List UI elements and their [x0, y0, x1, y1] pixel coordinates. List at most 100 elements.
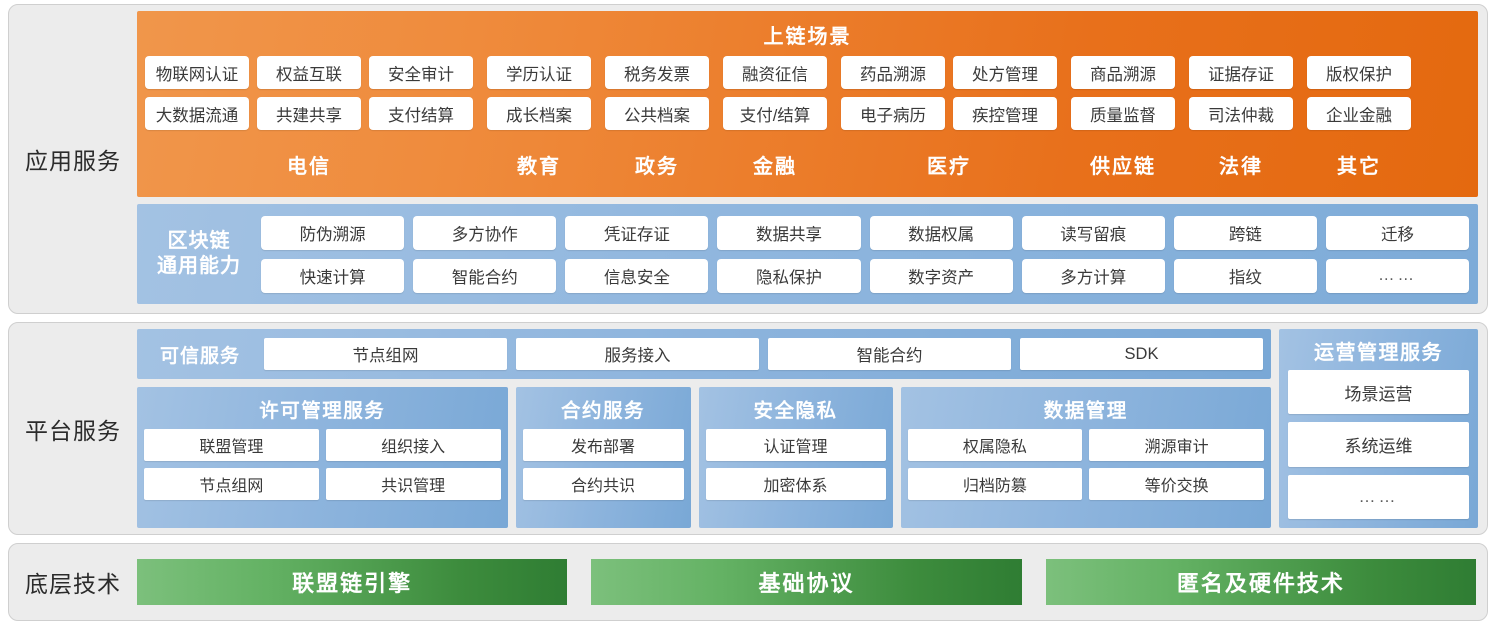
scenario-chip[interactable]: 大数据流通 — [145, 97, 249, 130]
group-data-management[interactable]: 数据管理 权属隐私 溯源审计 归档防篡 等价交换 — [900, 387, 1271, 528]
scenario-chip[interactable]: 药品溯源 — [841, 56, 945, 89]
group-title: 数据管理 — [1043, 400, 1128, 422]
group-row-2: 合约共识 — [522, 468, 684, 500]
tech-bar-consortium-chain-engine[interactable]: 联盟链引擎 — [137, 559, 568, 605]
tech-bar-anonymity-hardware-technology[interactable]: 匿名及硬件技术 — [1045, 559, 1476, 605]
scenario-columns: 物联网认证 权益互联 安全审计 大数据流通 共建共享 支付结算 电信 — [145, 56, 1470, 192]
scenario-chip[interactable]: 权益互联 — [257, 56, 361, 89]
scenario-chip[interactable]: 安全审计 — [369, 56, 473, 89]
scenario-chip[interactable]: 税务发票 — [605, 56, 709, 89]
scenario-row-2: 司法仲裁 — [1189, 97, 1293, 130]
group-title: 许可管理服务 — [259, 400, 386, 422]
scenario-chip[interactable]: 支付结算 — [369, 97, 473, 130]
group-chip[interactable]: 溯源审计 — [1089, 429, 1264, 461]
scenario-row-1: 物联网认证 权益互联 安全审计 — [145, 56, 473, 89]
scenario-row-2: 电子病历 疾控管理 — [841, 97, 1057, 130]
group-chip[interactable]: 归档防篡 — [907, 468, 1083, 500]
group-chip[interactable]: 等价交换 — [1089, 468, 1264, 500]
trusted-service-chip[interactable]: SDK — [1020, 338, 1263, 370]
capability-chip[interactable]: 数据权属 — [869, 215, 1013, 250]
scenario-column-label: 法律 — [1219, 156, 1263, 178]
group-chip[interactable]: 发布部署 — [522, 429, 684, 461]
scenario-column-finance[interactable]: 融资征信 支付/结算 金融 — [723, 56, 827, 192]
capability-chip[interactable]: 跨链 — [1173, 215, 1317, 250]
scenario-row-2: 公共档案 — [605, 97, 709, 130]
tech-bar-basic-protocol[interactable]: 基础协议 — [591, 559, 1022, 605]
capability-chip[interactable]: 多方协作 — [413, 215, 557, 250]
group-chip[interactable]: 联盟管理 — [144, 429, 319, 461]
capability-chip[interactable]: 凭证存证 — [565, 215, 709, 250]
group-chip[interactable]: 节点组网 — [144, 468, 319, 500]
group-grid: 认证管理 加密体系 — [705, 429, 886, 520]
layer-label-platform-services: 平台服务 — [25, 417, 121, 444]
scenario-column-other[interactable]: 版权保护 企业金融 其它 — [1307, 56, 1411, 192]
scenario-column-label: 电信 — [287, 156, 331, 178]
group-chip[interactable]: 合约共识 — [522, 468, 684, 500]
scenario-chip[interactable]: 企业金融 — [1307, 97, 1411, 130]
operations-management-service-panel[interactable]: 运营管理服务 场景运营 系统运维 …… — [1279, 329, 1478, 528]
scenario-chip[interactable]: 证据存证 — [1189, 56, 1293, 89]
scenario-chip[interactable]: 电子病历 — [841, 97, 945, 130]
scenario-column-government[interactable]: 税务发票 公共档案 政务 — [605, 56, 709, 192]
scenario-column-medical[interactable]: 药品溯源 处方管理 电子病历 疾控管理 医疗 — [841, 56, 1057, 192]
capability-chip[interactable]: 多方计算 — [1021, 258, 1165, 293]
scenario-chip[interactable]: 疾控管理 — [953, 97, 1057, 130]
group-contract-service[interactable]: 合约服务 发布部署 合约共识 — [515, 387, 691, 528]
operations-chip[interactable]: 系统运维 — [1288, 422, 1469, 467]
capability-chip[interactable]: 数字资产 — [869, 258, 1013, 293]
scenario-row-2: 支付/结算 — [723, 97, 827, 130]
trusted-service-title: 可信服务 — [159, 345, 240, 367]
scenario-chip[interactable]: 学历认证 — [487, 56, 591, 89]
group-permission-management[interactable]: 许可管理服务 联盟管理 组织接入 节点组网 共识管理 — [137, 387, 508, 528]
scenario-chip[interactable]: 版权保护 — [1307, 56, 1411, 89]
scenario-chip[interactable]: 物联网认证 — [145, 56, 249, 89]
capability-chip[interactable]: 信息安全 — [565, 258, 709, 293]
scenario-chip[interactable]: 支付/结算 — [723, 97, 827, 130]
scenario-chip[interactable]: 共建共享 — [257, 97, 361, 130]
scenario-column-label: 医疗 — [927, 156, 971, 178]
group-row-2: 节点组网 共识管理 — [144, 468, 501, 500]
layer-label-application-services: 应用服务 — [25, 148, 121, 174]
group-chip[interactable]: 组织接入 — [325, 429, 501, 461]
capability-chip[interactable]: 快速计算 — [261, 258, 405, 293]
scenario-column-education[interactable]: 学历认证 成长档案 教育 — [487, 56, 591, 192]
capability-chip-ellipsis[interactable]: …… — [1325, 258, 1469, 293]
trusted-service-chip[interactable]: 智能合约 — [768, 338, 1011, 370]
scenario-chip[interactable]: 成长档案 — [487, 97, 591, 130]
capability-chip[interactable]: 防伪溯源 — [261, 215, 405, 250]
scenario-chip[interactable]: 处方管理 — [953, 56, 1057, 89]
capability-chip[interactable]: 数据共享 — [717, 215, 861, 250]
scenario-chip[interactable]: 融资征信 — [723, 56, 827, 89]
scenario-chip[interactable]: 商品溯源 — [1071, 56, 1175, 89]
group-chip[interactable]: 认证管理 — [705, 429, 886, 461]
group-grid: 发布部署 合约共识 — [522, 429, 684, 520]
scenario-row-1: 融资征信 — [723, 56, 827, 89]
scenario-column-telecom[interactable]: 物联网认证 权益互联 安全审计 大数据流通 共建共享 支付结算 电信 — [145, 56, 473, 192]
group-title: 合约服务 — [560, 400, 645, 422]
scenario-column-legal[interactable]: 证据存证 司法仲裁 法律 — [1189, 56, 1293, 192]
scenario-chip[interactable]: 质量监督 — [1071, 97, 1175, 130]
trusted-service-chip[interactable]: 服务接入 — [516, 338, 759, 370]
capability-chip[interactable]: 隐私保护 — [717, 258, 861, 293]
trusted-service-chip[interactable]: 节点组网 — [264, 338, 507, 370]
blockchain-capability-row-2: 快速计算 智能合约 信息安全 隐私保护 数字资产 多方计算 指纹 …… — [261, 258, 1469, 293]
group-chip[interactable]: 加密体系 — [705, 468, 886, 500]
group-title: 安全隐私 — [753, 400, 838, 422]
scenario-column-supply-chain[interactable]: 商品溯源 质量监督 供应链 — [1071, 56, 1175, 192]
column-gap — [473, 56, 487, 192]
capability-chip[interactable]: 迁移 — [1325, 215, 1469, 250]
scenario-row-2: 成长档案 — [487, 97, 591, 130]
group-security-privacy[interactable]: 安全隐私 认证管理 加密体系 — [698, 387, 893, 528]
group-chip[interactable]: 共识管理 — [325, 468, 501, 500]
capability-chip[interactable]: 智能合约 — [413, 258, 557, 293]
capability-chip[interactable]: 读写留痕 — [1021, 215, 1165, 250]
scenario-chip[interactable]: 公共档案 — [605, 97, 709, 130]
scenario-chip[interactable]: 司法仲裁 — [1189, 97, 1293, 130]
on-chain-scenarios-title: 上链场景 — [763, 26, 852, 48]
capability-chip[interactable]: 指纹 — [1173, 258, 1317, 293]
operations-chip[interactable]: 场景运营 — [1288, 370, 1469, 415]
group-chip[interactable]: 权属隐私 — [907, 429, 1083, 461]
scenario-column-label: 供应链 — [1090, 156, 1156, 178]
operations-chip-ellipsis[interactable]: …… — [1288, 474, 1469, 519]
